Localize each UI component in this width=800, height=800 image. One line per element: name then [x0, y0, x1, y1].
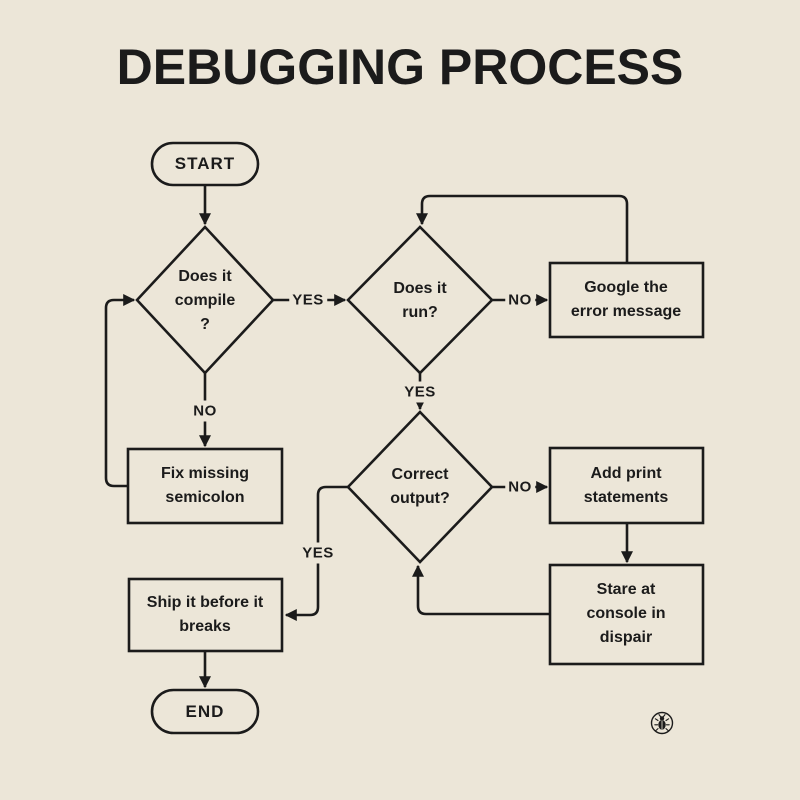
ship-it-label: Ship it before it breaks [147, 591, 263, 639]
stare-console-label: Stare at console in dispair [586, 578, 665, 650]
fix-semicolon-box [126, 447, 284, 525]
end-terminator-shape [150, 688, 260, 735]
node-line: run? [402, 304, 438, 321]
does-it-run-label: Does it run? [393, 277, 446, 325]
edge-fix-loop-to-compile [104, 294, 136, 488]
node-line: semicolon [165, 489, 245, 506]
edge-label-output-yes: YES [299, 542, 337, 564]
edge-label-output-no: NO [505, 476, 535, 498]
node-line: Google the [584, 279, 668, 296]
edge-label-compile-no: NO [190, 400, 220, 422]
add-print-label: Add print statements [584, 462, 668, 510]
node-line: Does it [178, 268, 232, 285]
node-line: Does it [393, 280, 447, 297]
node-line: breaks [179, 618, 231, 635]
node-line: compile [174, 292, 236, 309]
start-label: START [174, 154, 236, 173]
edge-google-loop-to-run [416, 194, 629, 263]
edge-stare-loop-to-output [412, 564, 550, 616]
add-print-box [548, 446, 705, 525]
edge-label-run-no: NO [505, 289, 535, 311]
correct-output-label: Correct output? [390, 463, 450, 511]
google-error-box [548, 261, 705, 339]
node-line: Fix missing [160, 465, 250, 482]
end-label: END [185, 702, 225, 721]
node-line: Correct [391, 466, 449, 483]
node-line: ? [200, 316, 210, 333]
node-line: dispair [599, 629, 653, 646]
does-it-compile-label: Does it compile ? [175, 265, 235, 337]
node-line: Stare at [596, 581, 656, 598]
correct-output-diamond [346, 410, 494, 564]
ship-it-box [127, 577, 284, 653]
node-line: statements [583, 489, 669, 506]
node-line: output? [390, 490, 450, 507]
node-line: Add print [590, 465, 662, 482]
bug-logo-icon [650, 711, 674, 735]
edge-label-compile-yes: YES [289, 289, 327, 311]
node-line: Ship it before it [146, 594, 264, 611]
edge-label-run-yes: YES [401, 381, 439, 403]
node-line: console in [586, 605, 666, 622]
node-line: error message [570, 303, 682, 320]
page-title: DEBUGGING PROCESS [116, 39, 684, 95]
google-error-label: Google the error message [571, 276, 681, 324]
fix-semicolon-label: Fix missing semicolon [161, 462, 249, 510]
